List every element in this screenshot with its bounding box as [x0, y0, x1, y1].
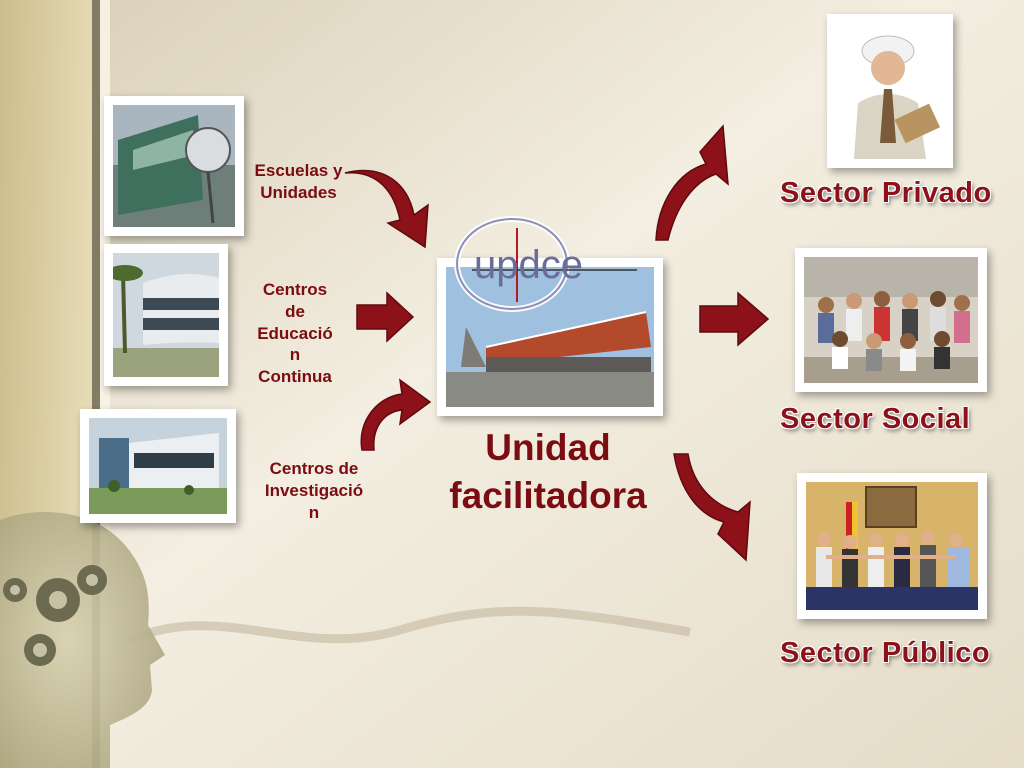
photo-educacion — [104, 244, 228, 386]
label-sector-publico: Sector Público — [780, 637, 991, 669]
photo-unidad-facilitadora — [437, 258, 663, 416]
curved-red-arrow-icon — [360, 378, 432, 451]
photo-investigacion — [80, 409, 236, 523]
photo-sector-social — [795, 248, 987, 392]
label-centros-educacion: Centros de Educació n Continua — [257, 280, 333, 386]
photo-escuelas — [104, 96, 244, 236]
curved-red-arrow-icon — [655, 124, 729, 241]
building-upd-image — [446, 267, 654, 407]
label-escuelas-unidades: Escuelas y Unidades — [254, 161, 343, 202]
engineer-image — [836, 23, 944, 159]
logo-text: updce — [474, 243, 583, 287]
label-centros-investigacion: Centros de Investigació n — [264, 459, 364, 522]
head-with-gears-icon — [0, 512, 165, 768]
label-unidad-facilitadora: Unidad facilitadora — [449, 427, 647, 517]
building-round-image — [113, 253, 219, 377]
photo-sector-publico — [797, 473, 987, 619]
curved-red-arrow-icon — [673, 453, 751, 562]
building-modern-image — [89, 418, 227, 514]
photo-sector-privado — [827, 14, 953, 168]
straight-red-arrow-icon — [699, 291, 770, 347]
straight-red-arrow-icon — [356, 291, 415, 343]
building-esime-image — [113, 105, 235, 227]
group-people-image — [804, 257, 978, 383]
curved-red-arrow-icon — [344, 169, 429, 249]
label-sector-social: Sector Social — [780, 403, 971, 435]
updce-logo: updce — [454, 216, 637, 312]
handshake-officials-image — [806, 482, 978, 610]
label-sector-privado: Sector Privado — [780, 177, 992, 209]
